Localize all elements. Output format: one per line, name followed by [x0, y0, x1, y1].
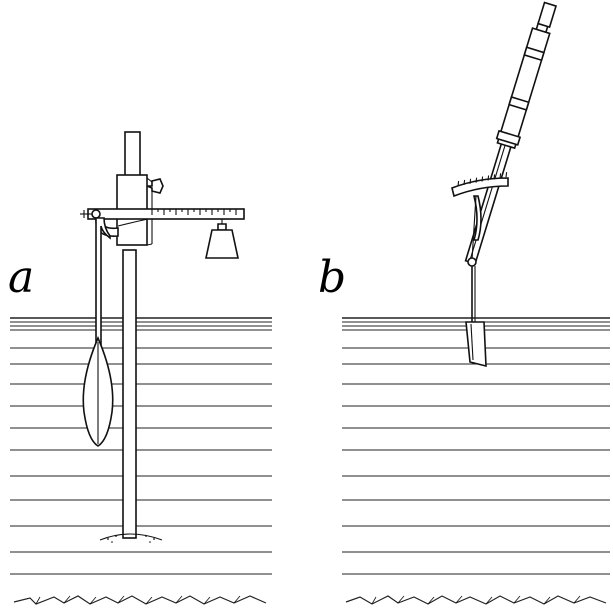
panel-a-bed-hatching	[35, 595, 241, 605]
rod-band	[508, 96, 530, 111]
hanging-weight-icon	[205, 229, 239, 259]
panel-b: b	[318, 1, 610, 605]
arc-scale-tick	[475, 177, 478, 183]
hanging-rod	[95, 217, 111, 361]
pivot-icon	[91, 209, 101, 219]
arc-scale-ticks	[457, 172, 508, 187]
graduated-arc-scale	[451, 177, 509, 198]
rod-band	[523, 46, 545, 62]
rod-cap	[537, 1, 558, 29]
arc-scale-tick	[481, 176, 484, 182]
arc-scale-tick	[505, 172, 508, 178]
arc-scale-tick	[499, 173, 502, 179]
panel-a: a	[8, 131, 272, 605]
vertical-post	[122, 249, 137, 539]
panel-a-water-surface	[10, 317, 272, 331]
panel-b-river-bed	[345, 595, 607, 605]
arc-scale-tick	[487, 175, 490, 181]
panel-a-river-bed	[13, 595, 267, 605]
pivot-knob-icon	[467, 257, 477, 267]
thumb-screw-icon	[146, 178, 164, 194]
weight-hook	[217, 223, 227, 231]
arc-scale-tick	[463, 179, 466, 185]
submerged-plate	[465, 321, 487, 368]
panel-b-label: b	[318, 252, 346, 303]
rod-band	[495, 129, 522, 146]
panel-b-bed-hatching	[371, 595, 581, 605]
lever-scale-ticks	[151, 209, 237, 215]
inclined-rod	[464, 1, 558, 265]
graduated-lever	[87, 208, 245, 220]
arc-scale-tick	[493, 174, 496, 180]
panel-b-water-layers	[342, 347, 610, 575]
panel-a-label: a	[8, 252, 34, 303]
arc-scale-tick	[469, 178, 472, 184]
post-top	[124, 131, 141, 181]
panel-a-water-layers	[10, 347, 272, 575]
rod-sleeve	[496, 27, 551, 150]
arc-scale-tick	[457, 180, 460, 187]
post-foot-speckle	[107, 535, 155, 543]
post-foot-mound	[99, 533, 163, 541]
